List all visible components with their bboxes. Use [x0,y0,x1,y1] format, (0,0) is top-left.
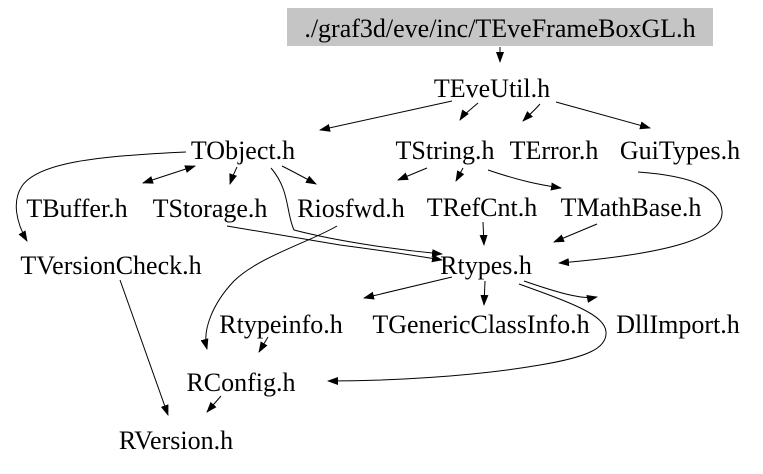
node-terror[interactable]: TError.h [510,136,599,165]
edge-rtypes-rtypeinfo [363,276,453,300]
edge-tobject-riosfwd [281,165,317,185]
edge-guitypes-rtypes [558,171,723,267]
node-tstorage[interactable]: TStorage.h [153,194,268,223]
node-riosfwd[interactable]: Riosfwd.h [297,194,405,223]
edge-tobject-tversioncheck [15,151,187,242]
edge-tobject-tbuffer-bidirectional [142,165,196,184]
edge-tstring-trefcnt [455,167,465,182]
node-guitypes[interactable]: GuiTypes.h [620,136,740,165]
node-tmathbase[interactable]: TMathBase.h [561,193,702,222]
node-framebox: ./graf3d/eve/inc/TEveFrameBoxGL.h [304,14,695,43]
edge-rtypeinfo-rconfig [258,336,269,353]
edge-riosfwd-rconfig [200,225,338,350]
edge-tmathbase-rtypes [553,223,598,243]
edge-teveutil-guitypes [555,101,651,130]
edge-rtypes-rconfig [327,283,607,385]
root-node-box [287,8,713,46]
node-layer: ./graf3d/eve/inc/TEveFrameBoxGL.hTEveUti… [20,14,740,455]
edge-teveutil-terror [522,103,541,122]
edge-trefcnt-rtypes [479,221,488,246]
edge-rtypes-dllimport [523,280,598,303]
edge-teveutil-tstring [459,102,479,121]
edge-tversioncheck-rversion [119,279,169,416]
edge-tobject-tstorage [229,166,238,185]
edge-tobject-rtypes [270,167,443,258]
node-tstring[interactable]: TString.h [396,136,495,165]
node-rtypeinfo[interactable]: Rtypeinfo.h [219,310,343,339]
edge-layer [15,47,723,416]
node-tversioncheck[interactable]: TVersionCheck.h [20,251,201,280]
edge-teveutil-tobject [319,100,453,132]
edge-tstring-tmathbase [487,169,562,191]
node-tobject[interactable]: TObject.h [191,136,295,165]
edge-tstring-riosfwd [397,167,428,181]
node-dllimport[interactable]: DllImport.h [616,310,740,339]
node-tbuffer[interactable]: TBuffer.h [26,194,127,223]
node-rconfig[interactable]: RConfig.h [186,368,295,397]
edge-rconfig-rversion [206,395,222,413]
node-trefcnt[interactable]: TRefCnt.h [427,193,538,222]
node-teveutil[interactable]: TEveUtil.h [434,74,550,103]
node-tgenericclassinfo[interactable]: TGenericClassInfo.h [372,310,589,339]
edge-rtypes-tgenericclassinfo [480,280,489,306]
edge-tstorage-rtypes [226,225,443,263]
node-rversion[interactable]: RVersion.h [119,426,233,455]
node-rtypes[interactable]: Rtypes.h [440,251,532,280]
